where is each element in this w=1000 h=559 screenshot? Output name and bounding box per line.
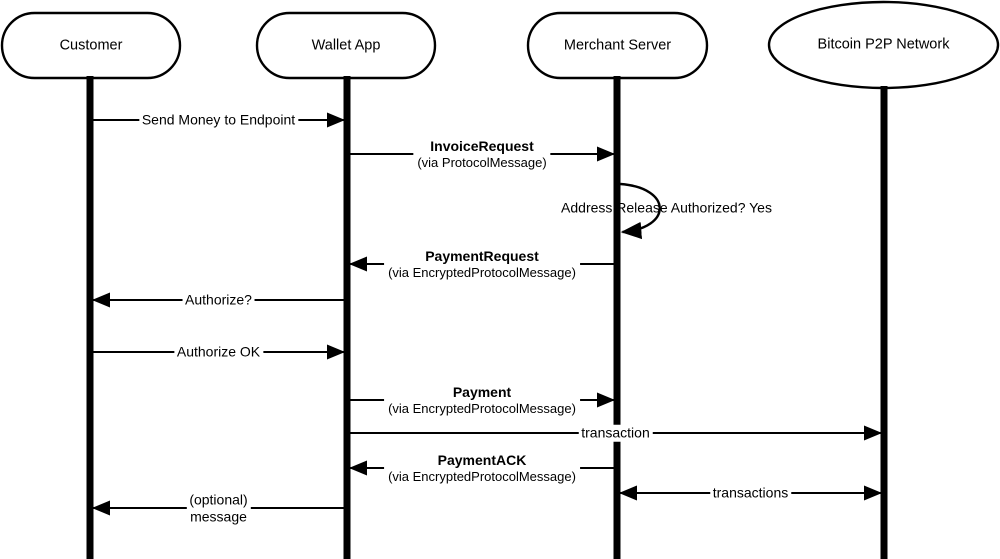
message-secondary-invoice-request: (via ProtocolMessage) (417, 154, 547, 170)
message-primary-payment: Payment (452, 384, 512, 401)
message-label-send-money: Send Money to Endpoint (138, 111, 299, 129)
message-label-address-release: Address Release Authorized? Yes (561, 199, 772, 216)
participant-shape-group (0, 0, 1000, 90)
message-label-transaction: transaction (578, 424, 653, 442)
message-primary-invoice-request: InvoiceRequest (430, 138, 534, 155)
message-label-payment-request: PaymentRequest(via EncryptedProtocolMess… (384, 248, 580, 280)
participant-label-merchant: Merchant Server (563, 36, 672, 53)
message-label-authorize-query: Authorize? (182, 291, 255, 309)
message-label-payment-ack: PaymentACK(via EncryptedProtocolMessage) (384, 452, 580, 484)
participant-label-wallet: Wallet App (311, 36, 381, 53)
message-label-invoice-request: InvoiceRequest(via ProtocolMessage) (413, 138, 551, 170)
message-label-optional-message: (optional)message (186, 491, 251, 525)
message-primary-optional-message: (optional) (189, 491, 248, 508)
message-secondary-payment-ack: (via EncryptedProtocolMessage) (388, 468, 576, 484)
message-secondary-payment-request: (via EncryptedProtocolMessage) (388, 264, 576, 280)
lifeline-group (86, 76, 888, 559)
message-arrow-address-release (620, 182, 661, 240)
message-primary-payment-ack: PaymentACK (437, 452, 527, 469)
message-secondary-optional-message: message (190, 508, 247, 524)
message-label-transactions: transactions (709, 484, 792, 502)
participant-label-bitcoin: Bitcoin P2P Network (817, 36, 950, 53)
message-secondary-payment: (via EncryptedProtocolMessage) (388, 400, 576, 416)
participant-label-customer: Customer (59, 36, 123, 53)
message-label-payment: Payment(via EncryptedProtocolMessage) (384, 384, 580, 416)
message-primary-payment-request: PaymentRequest (425, 248, 539, 265)
message-line-group (91, 112, 883, 516)
message-label-authorize-ok: Authorize OK (173, 343, 264, 361)
